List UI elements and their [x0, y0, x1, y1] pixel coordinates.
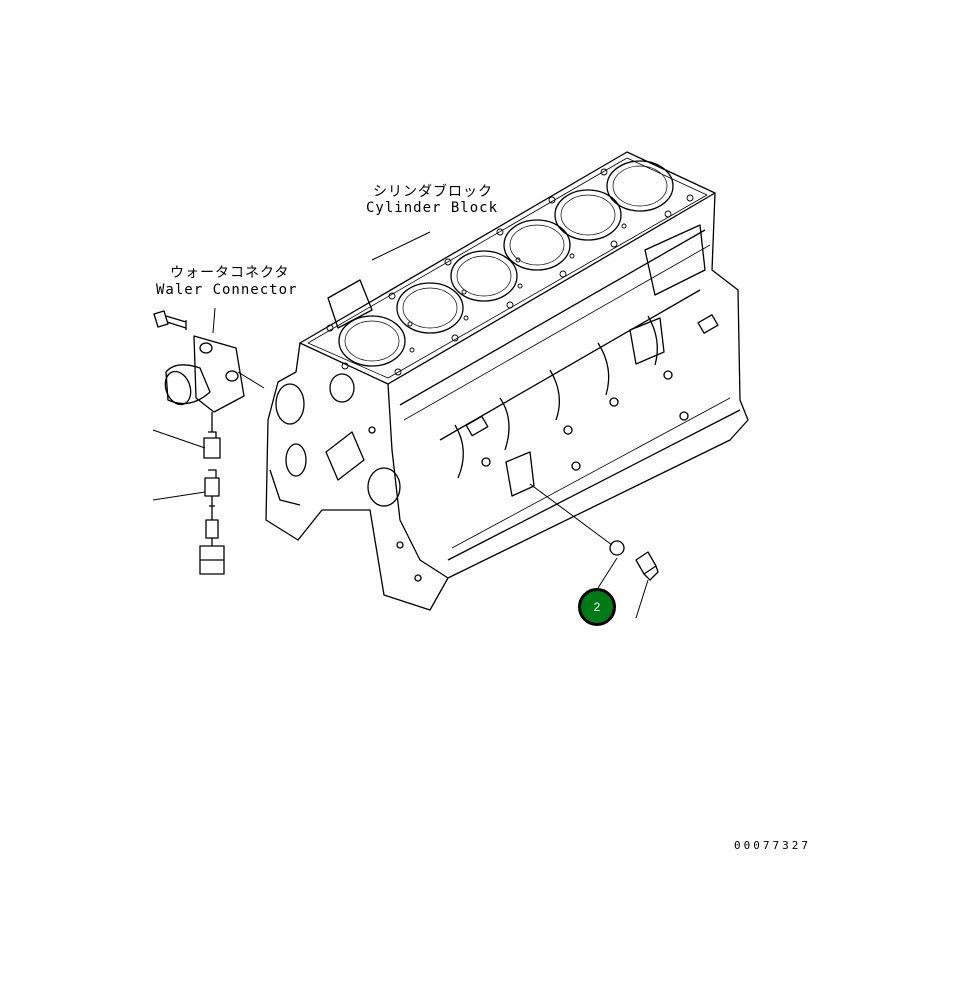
- front-face-detail: [270, 374, 421, 581]
- callout-number: 2: [593, 600, 601, 614]
- water-connector-label-en: Waler Connector: [156, 282, 298, 298]
- cylinder-block-label-en: Cylinder Block: [366, 200, 499, 216]
- part-callout-2[interactable]: 2: [578, 588, 616, 626]
- leader-lines: [153, 232, 648, 618]
- cylinder-bores: [339, 161, 673, 366]
- water-connector-assembly: [154, 311, 244, 574]
- temperature-sensor: [200, 470, 224, 574]
- oil-pressure-sensor: [636, 552, 658, 580]
- water-connector-label-ja: ウォータコネクタ: [170, 265, 290, 281]
- water-connector: [161, 336, 244, 412]
- side-ribs: [455, 315, 718, 496]
- block-top-deck: [300, 152, 715, 384]
- deck-bolt-holes: [327, 169, 693, 375]
- drawing-number: 00077327: [734, 839, 811, 852]
- sensor-plug: [204, 412, 220, 458]
- plug: [610, 541, 624, 555]
- cylinder-block: [266, 152, 748, 610]
- plug-and-sensor: [610, 541, 658, 580]
- cylinder-block-label-ja: シリンダブロック: [373, 184, 493, 200]
- bolt: [154, 311, 186, 330]
- rear-pad: [645, 225, 705, 295]
